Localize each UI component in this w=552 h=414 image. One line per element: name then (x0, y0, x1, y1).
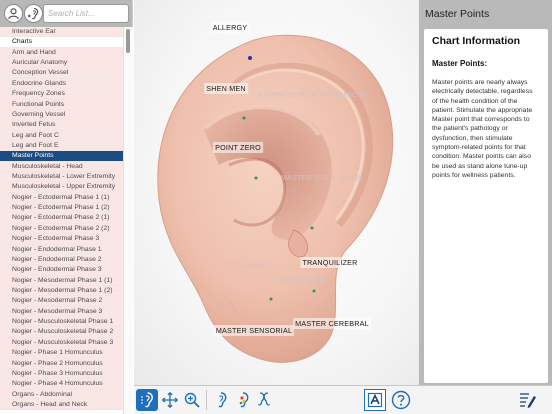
list-item[interactable]: Nogier - Musculoskeletal Phase 1 (0, 317, 123, 328)
list-item[interactable]: Nogier - Phase 4 Homunculus (0, 379, 123, 390)
list-item[interactable]: Nogier - Mesodermal Phase 3 (0, 306, 123, 318)
label-sympathetic[interactable]: SYMPATHETIC AUTONOMIC PT. (257, 90, 371, 99)
list-item[interactable]: Endocrine Glands (0, 78, 123, 90)
list-item[interactable]: Nogier - Phase 1 Homunculus (0, 348, 123, 359)
list-item[interactable]: Musculoskeletal - Upper Extremity (0, 182, 123, 193)
ear-outline-icon (218, 392, 227, 408)
ear-color-icon (239, 392, 249, 408)
zoom-icon (184, 392, 200, 408)
list-item[interactable]: Nogier - Phase 2 Homunculus (0, 358, 123, 369)
list-item[interactable]: Arm and Hand (0, 47, 123, 59)
point-master-sensorial[interactable] (269, 297, 273, 301)
card-body: Master points are nearly always electric… (432, 79, 533, 179)
scrollbar-thumb[interactable] (126, 29, 130, 53)
person-icon (8, 8, 19, 20)
move-icon (162, 392, 178, 408)
list-item[interactable]: Nogier - Endodermal Phase 3 (0, 265, 123, 276)
label-master-sensorial[interactable]: MASTER SENSORIAL (213, 325, 295, 336)
list-item-selected[interactable]: Master Points (0, 151, 123, 162)
ear-outline-button[interactable] (209, 389, 231, 411)
notes-icon (367, 392, 383, 408)
list-item[interactable]: Leg and Foot E (0, 140, 123, 152)
list-item[interactable]: Nogier - Musculoskeletal Phase 2 (0, 327, 123, 338)
list-item[interactable]: Functional Points (0, 99, 123, 110)
list-item[interactable]: Nogier - Ectodermal Phase 3 (0, 234, 123, 245)
point-shen-men[interactable] (242, 116, 246, 120)
list-item[interactable]: Nogier - Phase 3 Homunculus (0, 368, 123, 380)
label-thalamus[interactable]: THALAMUS (229, 261, 271, 270)
label-master-cerebral[interactable]: MASTER CEREBRAL (293, 318, 371, 329)
label-allergy[interactable]: ALLERGY (210, 22, 250, 33)
ear-viewer[interactable]: ALLERGY SHEN MEN SYMPATHETIC AUTONOMIC P… (134, 0, 419, 385)
point-allergy[interactable] (248, 56, 252, 60)
label-shen-men[interactable]: SHEN MEN (204, 83, 248, 94)
sidebar-topbar (0, 0, 132, 27)
pencil-note-icon (520, 393, 536, 408)
list-item[interactable]: Organs - Head and Neck (0, 399, 123, 411)
zoom-button[interactable] (181, 389, 203, 411)
list-item[interactable]: Nogier - Ectodermal Phase 2 (2) (0, 223, 123, 235)
help-button[interactable] (390, 389, 412, 411)
list-item[interactable]: Musculoskeletal - Lower Extremity (0, 172, 123, 183)
label-point-zero[interactable]: POINT ZERO (213, 142, 263, 153)
ear-color-button[interactable] (231, 389, 253, 411)
ear-star-icon (27, 7, 39, 20)
list-item[interactable]: Inverted Fetus (0, 120, 123, 131)
point-tranquilizer[interactable] (310, 226, 314, 230)
list-item[interactable]: Nogier - Ectodermal Phase 1 (1) (0, 192, 123, 204)
list-item[interactable]: Leg and Foot C (0, 130, 123, 141)
label-endocrine[interactable]: ENDOCRINE (279, 276, 325, 285)
list-item[interactable]: Frequency Zones (0, 89, 123, 100)
list-item[interactable]: Nogier - Mesodermal Phase 1 (1) (0, 275, 123, 286)
move-button[interactable] (159, 389, 181, 411)
edit-notes-button[interactable] (516, 389, 538, 411)
list-item[interactable]: Nogier - Musculoskeletal Phase 3 (0, 337, 123, 349)
list-item[interactable]: Nogier - Mesodermal Phase 1 (2) (0, 285, 123, 297)
list-item[interactable]: Nogier - Endodermal Phase 2 (0, 254, 123, 266)
list-scrollbar[interactable] (123, 27, 133, 414)
list-item[interactable]: Conception Vessel (0, 68, 123, 79)
ear-pair-button[interactable] (253, 389, 275, 411)
notes-button[interactable] (364, 389, 386, 411)
chart-info-card: Chart Information Master Points: Master … (424, 29, 548, 383)
card-title: Chart Information (432, 35, 521, 47)
list-item[interactable]: Auricular Anatomy (0, 58, 123, 69)
panel-title: Master Points (425, 8, 490, 20)
list-item[interactable]: Nogier - Ectodermal Phase 1 (2) (0, 203, 123, 214)
ear-view-button[interactable] (136, 389, 158, 411)
ear-favorites-button[interactable] (24, 4, 43, 23)
ear-view-icon (141, 392, 153, 408)
toolbar-separator (206, 390, 207, 410)
list-item[interactable]: Nogier - Endodermal Phase 1 (0, 244, 123, 255)
bottom-toolbar (134, 385, 552, 414)
card-subtitle: Master Points: (432, 59, 488, 68)
point-zero-marker[interactable] (254, 176, 258, 180)
profile-button[interactable] (4, 4, 23, 23)
list-item[interactable]: Nogier - Mesodermal Phase 2 (0, 296, 123, 307)
list-item[interactable]: Musculoskeletal - Head (0, 161, 123, 173)
info-panel: Master Points Chart Information Master P… (419, 0, 552, 385)
label-master-oscillation[interactable]: MASTER OSCILLATION (280, 173, 364, 182)
ear-pair-icon (258, 392, 270, 406)
ear-model (157, 34, 394, 363)
point-master-cerebral[interactable] (312, 289, 316, 293)
list-item[interactable]: Nogier - Ectodermal Phase 2 (1) (0, 213, 123, 224)
help-icon (391, 390, 411, 410)
list-item[interactable]: Interactive Ear (0, 27, 123, 38)
label-tranquilizer[interactable]: TRANQUILIZER (300, 257, 360, 268)
list-item[interactable]: Charts (0, 37, 123, 48)
list-item[interactable]: Governing Vessel (0, 109, 123, 121)
search-input[interactable] (43, 4, 129, 23)
list-item[interactable]: Organs - Abdominal (0, 389, 123, 400)
